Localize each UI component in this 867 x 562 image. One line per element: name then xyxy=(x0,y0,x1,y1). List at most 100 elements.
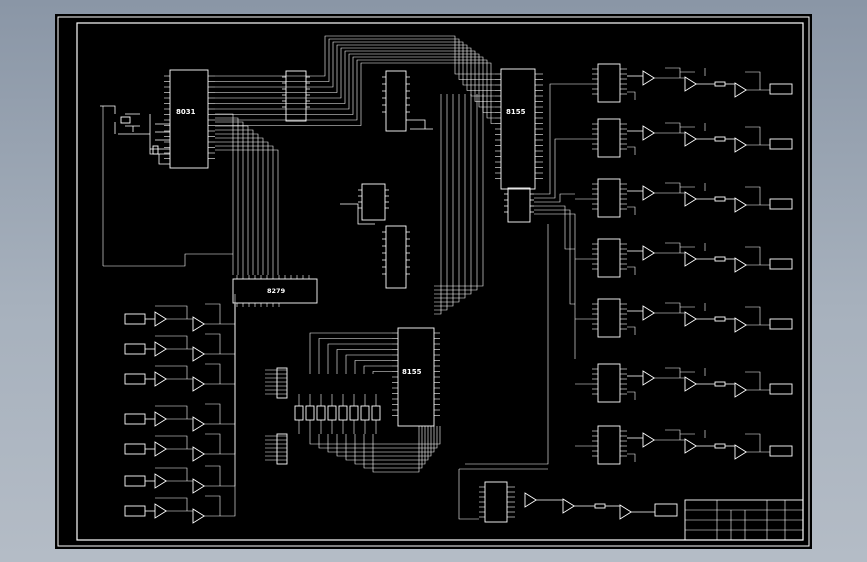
io-bottom-label: 8155 xyxy=(402,368,422,376)
latch-chip-1 xyxy=(282,70,310,122)
op-amp-icon xyxy=(734,82,748,98)
op-amp-icon xyxy=(734,257,748,273)
drawing-sheet: 8031 8155 8279 xyxy=(55,14,812,549)
latch-chip-2 xyxy=(382,225,410,289)
op-amp-icon xyxy=(684,438,698,454)
resistor-icon xyxy=(714,81,726,87)
op-amp-icon xyxy=(684,376,698,392)
display-digit xyxy=(327,405,337,421)
op-amp-icon xyxy=(524,492,538,508)
io-chip-top: 8155 xyxy=(495,68,543,190)
op-amp-icon xyxy=(734,137,748,153)
io-top-label: 8155 xyxy=(506,108,526,116)
input-terminal xyxy=(124,443,146,455)
op-amp-icon xyxy=(684,76,698,92)
dac-chip xyxy=(597,178,621,218)
output-terminal xyxy=(769,318,793,330)
output-terminal xyxy=(769,198,793,210)
input-terminal xyxy=(124,413,146,425)
resistor-icon xyxy=(714,256,726,262)
dac-chip xyxy=(597,118,621,158)
output-terminal xyxy=(769,445,793,457)
buffer-chip xyxy=(504,187,534,223)
op-amp-icon xyxy=(154,411,168,427)
input-terminal xyxy=(124,343,146,355)
display-digit xyxy=(338,405,348,421)
display-digit xyxy=(294,405,304,421)
kbd-label: 8279 xyxy=(267,287,286,295)
output-terminal xyxy=(769,138,793,150)
input-terminal xyxy=(124,505,146,517)
output-terminal xyxy=(769,383,793,395)
dac-chip xyxy=(597,63,621,103)
op-amp-icon xyxy=(192,508,206,524)
gate-chip-mid xyxy=(340,183,389,225)
display-row xyxy=(265,367,381,465)
bus-wiring xyxy=(102,35,576,473)
resistor-icon xyxy=(714,316,726,322)
op-amp-icon xyxy=(192,346,206,362)
input-amplifiers xyxy=(124,294,236,524)
resistor-icon xyxy=(714,381,726,387)
op-amp-icon xyxy=(154,503,168,519)
dac-chip xyxy=(597,425,621,465)
op-amp-icon xyxy=(619,504,633,520)
dac-chip xyxy=(597,363,621,403)
op-amp-icon xyxy=(684,311,698,327)
op-amp-icon xyxy=(734,382,748,398)
op-amp-icon xyxy=(154,371,168,387)
op-amp-icon xyxy=(192,446,206,462)
op-amp-icon xyxy=(562,498,576,514)
op-amp-icon xyxy=(642,245,656,261)
input-terminal xyxy=(124,373,146,385)
display-digit xyxy=(305,405,315,421)
op-amp-icon xyxy=(642,70,656,86)
output-terminal xyxy=(654,503,678,517)
cpu-label: 8031 xyxy=(176,108,196,116)
output-terminal xyxy=(769,258,793,270)
op-amp-icon xyxy=(642,432,656,448)
output-channels xyxy=(575,63,793,465)
op-amp-icon xyxy=(154,441,168,457)
display-digit xyxy=(360,405,370,421)
dac-chip xyxy=(597,298,621,338)
resistor-icon xyxy=(714,196,726,202)
op-amp-icon xyxy=(642,370,656,386)
display-digit xyxy=(371,405,381,421)
op-amp-icon xyxy=(154,311,168,327)
input-terminal xyxy=(124,475,146,487)
op-amp-icon xyxy=(642,185,656,201)
crystal-circuit xyxy=(100,105,170,165)
schematic-canvas: 8031 8155 8279 xyxy=(57,16,810,547)
resistor-icon xyxy=(714,443,726,449)
op-amp-icon xyxy=(642,125,656,141)
title-block xyxy=(684,499,804,541)
op-amp-icon xyxy=(642,305,656,321)
decoder-chip xyxy=(382,70,433,132)
op-amp-icon xyxy=(734,444,748,460)
outer-frame xyxy=(57,16,810,547)
op-amp-icon xyxy=(154,341,168,357)
resistor-icon xyxy=(594,503,606,509)
op-amp-icon xyxy=(734,317,748,333)
output-terminal xyxy=(769,83,793,95)
op-amp-icon xyxy=(154,473,168,489)
op-amp-icon xyxy=(192,416,206,432)
display-digit xyxy=(316,405,326,421)
io-chip-bottom: 8155 xyxy=(392,327,440,427)
bottom-channel xyxy=(458,468,678,523)
op-amp-icon xyxy=(684,191,698,207)
inner-frame xyxy=(76,22,804,541)
op-amp-icon xyxy=(192,478,206,494)
adc-chip xyxy=(484,481,508,523)
op-amp-icon xyxy=(684,251,698,267)
kbd-chip: 8279 xyxy=(232,275,318,307)
op-amp-icon xyxy=(192,376,206,392)
input-terminal xyxy=(124,313,146,325)
resistor-icon xyxy=(714,136,726,142)
op-amp-icon xyxy=(734,197,748,213)
op-amp-icon xyxy=(684,131,698,147)
dac-chip xyxy=(597,238,621,278)
cpu-chip: 8031 xyxy=(164,69,215,169)
display-digit xyxy=(349,405,359,421)
